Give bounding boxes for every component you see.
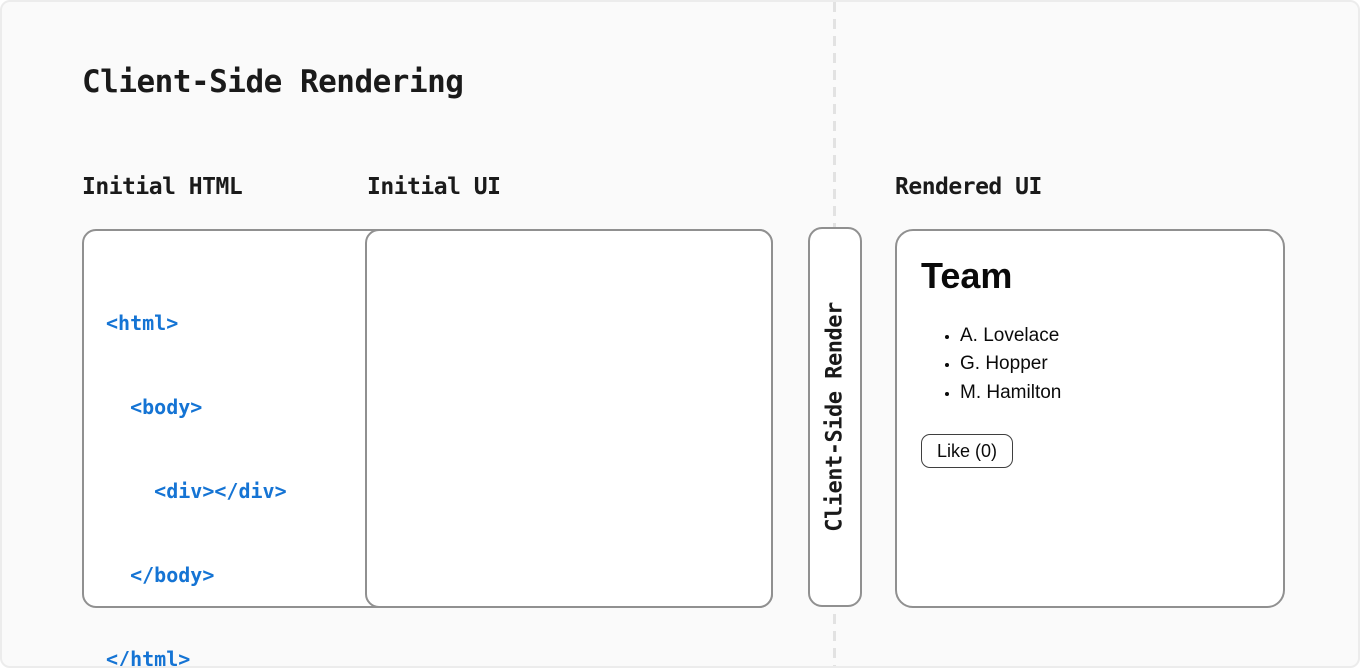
rendered-ui-card: Team A. Lovelace G. Hopper M. Hamilton L… [895,229,1285,608]
code-line: <div></div> [106,479,287,503]
team-list: A. Lovelace G. Hopper M. Hamilton [921,322,1259,408]
page-title: Client-Side Rendering [82,64,464,100]
list-item: M. Hamilton [960,379,1259,408]
team-heading: Team [921,255,1013,296]
rendered-ui-label: Rendered UI [895,174,1042,200]
client-side-render-pill: Client-Side Render [808,227,862,607]
initial-html-label: Initial HTML [82,174,243,200]
code-line: <html> [106,311,179,335]
html-code-block: <html> <body> <div></div> </body> </html… [106,253,287,668]
like-button[interactable]: Like (0) [921,434,1014,469]
initial-ui-panel [365,229,773,608]
code-line: </html> [106,647,191,668]
initial-ui-label: Initial UI [367,174,501,200]
list-item: A. Lovelace [960,322,1259,351]
code-line: <body> [106,395,203,419]
list-item: G. Hopper [960,350,1259,379]
code-line: </body> [106,563,215,587]
like-button-label: Like (0) [937,440,998,461]
client-side-render-pill-label: Client-Side Render [822,302,848,532]
